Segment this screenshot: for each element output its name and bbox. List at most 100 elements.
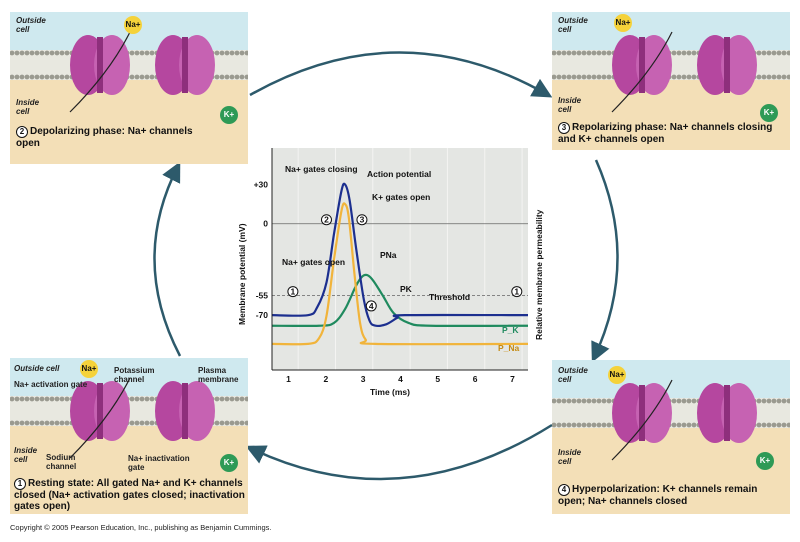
lipid-head [566,74,572,80]
lipid-head [786,422,790,428]
inside-label: Inside [16,98,40,107]
annotation-pk: PK [400,284,413,294]
lipid-head [676,398,682,404]
lipid-head [234,50,240,56]
lipid-head [144,74,150,80]
x-tick-label: 2 [323,374,328,384]
membrane-illustration [552,12,790,113]
lipid-head [552,422,557,428]
lipid-head [596,50,602,56]
lipid-head [24,74,30,80]
potassium-channel-label: Potassium channel [114,366,155,384]
x-axis-label: Time (ms) [370,387,410,397]
phase-marker-circle [320,214,332,226]
lipid-head [571,74,577,80]
lipid-head [29,50,35,56]
lipid-head [596,398,602,404]
lipid-head [781,74,787,80]
arrow-4-to-1 [245,423,553,481]
lipid-head [149,74,155,80]
lipid-head [229,420,235,426]
lipid-head [10,420,15,426]
outside-label: Outside [16,16,46,25]
lipid-head [44,396,50,402]
x-tick-label: 3 [361,374,366,384]
lipid-head [571,422,577,428]
lipid-head [576,398,582,404]
lipid-head [10,74,15,80]
lipid-head [149,396,155,402]
lipid-head [59,420,65,426]
lipid-head [214,74,220,80]
inside-cell-label: Inside cell [14,446,38,464]
chart-title: Action potential [367,169,431,179]
lipid-head [214,420,220,426]
lipid-head [581,74,587,80]
lipid-head [19,396,25,402]
activation-gate-label: Na+ activation gate [14,380,88,389]
threshold-label: Threshold [429,292,470,302]
lipid-head [576,50,582,56]
inside-label: Inside [558,96,582,105]
lipid-head [781,398,787,404]
lipid-head [129,50,135,56]
lipid-head [134,50,140,56]
lipid-head [771,74,777,80]
lipid-head [134,396,140,402]
lipid-head [229,396,235,402]
action-potential-curve [271,182,529,327]
lipid-head [601,398,607,404]
lipid-head [556,422,562,428]
lipid-head [44,74,50,80]
lipid-head [681,74,687,80]
lipid-head [601,422,607,428]
lipid-head [219,50,225,56]
lipid-head [139,396,145,402]
lipid-head [14,50,20,56]
phase-marker: 1 [287,286,299,298]
channel-pore [182,37,188,93]
lipid-head [691,50,697,56]
channel-pore [724,385,730,441]
lipid-head [681,398,687,404]
lipid-head [39,396,45,402]
lipid-head [44,420,50,426]
lipid-head [681,50,687,56]
lipid-head [771,422,777,428]
lipid-head [64,50,70,56]
lipid-head [239,396,245,402]
lipid-head [591,50,597,56]
lipid-head [561,50,567,56]
caption-text: Depolarizing phase: Na+ channels open [16,126,193,149]
channel-pore [639,37,645,93]
y-tick-label: -70 [256,310,269,320]
lipid-head [761,50,767,56]
sodium-ion: Na+ [608,366,626,384]
inside-label: Inside [558,448,582,457]
ion-flow-arrow [611,379,673,461]
arrow-1-to-2 [153,161,182,357]
potassium-permeability-curve [271,273,529,328]
sodium-channel-icon [70,35,130,95]
lipid-head [229,50,235,56]
channel-pore [639,385,645,441]
lipid-head [34,420,40,426]
lipid-head [129,396,135,402]
phase-marker: 1 [511,286,523,298]
lipid-head [34,396,40,402]
lipid-head [552,398,557,404]
lipid-head [24,50,30,56]
lipid-head [144,420,150,426]
lipid-head [766,422,772,428]
sodium-channel-icon [612,383,672,443]
lipid-head [224,50,230,56]
cell-label: cell [558,375,572,384]
lipid-head [561,422,567,428]
lipid-head [49,420,55,426]
x-tick-label: 6 [473,374,478,384]
lipid-head [552,74,557,80]
lipid-head [776,422,782,428]
ion-flow-arrow [69,31,131,113]
